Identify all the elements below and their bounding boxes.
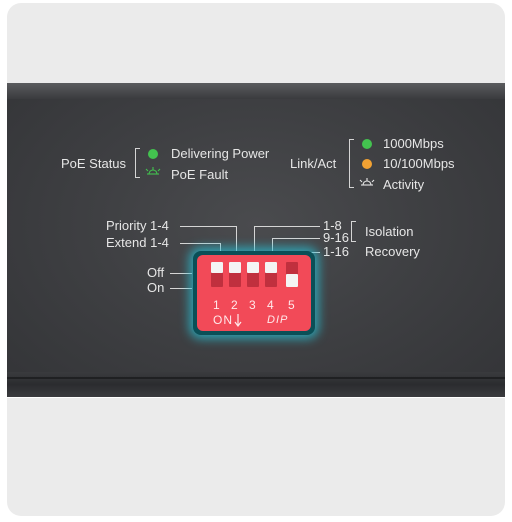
range-9-16-leader — [272, 238, 320, 239]
link-bracket-bottom — [349, 187, 354, 188]
dip-brand-logo: DIP — [267, 314, 289, 326]
poe-bracket — [135, 148, 136, 178]
1000mbps-text: 1000Mbps — [383, 136, 444, 151]
poe-bracket-bottom — [135, 177, 140, 178]
range-9-16-leader-down — [272, 238, 273, 254]
delivering-power-text: Delivering Power — [171, 146, 270, 161]
1000mbps-led-icon — [362, 139, 372, 149]
recovery-label: Recovery — [365, 244, 420, 259]
activity-text: Activity — [383, 177, 425, 192]
dip-on-label: ON — [213, 313, 233, 327]
extend-leader-down — [220, 243, 221, 254]
link-bracket-top — [349, 139, 354, 140]
dip-toggle-3[interactable] — [247, 262, 259, 287]
off-label: Off — [147, 265, 165, 280]
on-label: On — [147, 280, 165, 295]
dip-number-3: 3 — [249, 298, 256, 312]
priority-leader-down — [236, 226, 237, 254]
isolation-label: Isolation — [365, 224, 414, 239]
isolation-bracket — [351, 221, 352, 242]
isolation-bracket-bottom — [351, 241, 356, 242]
arrow-down-icon — [234, 314, 242, 327]
poe-status-label: PoE Status — [61, 156, 127, 171]
dip-number-4: 4 — [267, 298, 274, 312]
dip-toggle-2[interactable] — [229, 262, 241, 287]
dip-toggle-1[interactable] — [211, 262, 223, 287]
link-bracket — [349, 139, 350, 188]
10-100mbps-led-icon — [362, 159, 372, 169]
panel-top-edge — [7, 83, 505, 99]
isolation-bracket-top — [351, 221, 356, 222]
dip-number-5: 5 — [288, 298, 295, 312]
poe-fault-blink-led-icon — [145, 167, 161, 175]
dip-toggle-4[interactable] — [265, 262, 277, 287]
priority-leader — [180, 226, 236, 227]
background-bottom — [7, 398, 505, 516]
panel-seam — [7, 377, 505, 379]
delivering-power-led-icon — [148, 149, 158, 159]
range-1-8-leader-down — [254, 226, 255, 254]
poe-fault-text: PoE Fault — [171, 167, 229, 182]
dip-number-2: 2 — [231, 298, 238, 312]
poe-bracket-top — [135, 148, 140, 149]
dip-number-1: 1 — [213, 298, 220, 312]
off-leader — [170, 273, 192, 274]
10-100mbps-text: 10/100Mbps — [383, 156, 455, 171]
background-top — [7, 3, 505, 83]
range-1-16-label: 1-16 — [323, 244, 350, 259]
switch-front-panel — [7, 83, 505, 397]
extend-leader — [180, 243, 220, 244]
range-1-8-leader — [254, 226, 320, 227]
link-act-label: Link/Act — [290, 156, 337, 171]
range-1-8-label: 1-8 — [323, 218, 342, 233]
on-leader — [170, 288, 192, 289]
dip-toggle-5[interactable] — [286, 262, 298, 287]
activity-blink-icon — [359, 178, 375, 186]
extend-label: Extend 1-4 — [106, 235, 169, 250]
priority-label: Priority 1-4 — [106, 218, 169, 233]
panel-bottom-edge — [7, 372, 505, 397]
range-9-16-label: 9-16 — [323, 230, 350, 245]
